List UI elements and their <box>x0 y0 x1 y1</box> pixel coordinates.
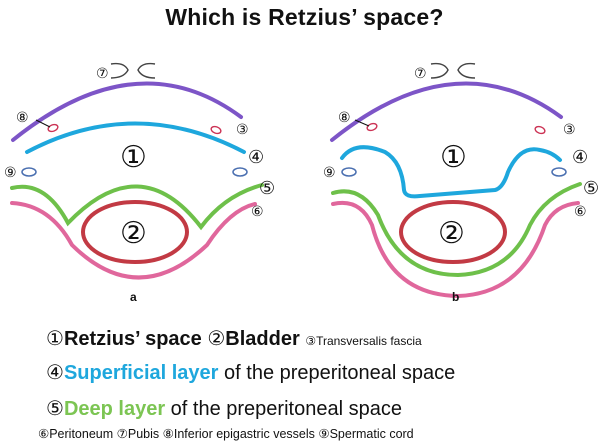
legend-marker-5: ⑤ <box>46 396 64 420</box>
legend-line-3: ⑤Deep layer of the preperitoneal space <box>46 398 402 419</box>
marker-4: ④ <box>248 147 264 168</box>
deep-layer-line <box>331 182 582 278</box>
legend-retzius-space: Retzius’ space <box>63 328 202 350</box>
legend-marker-4: ④ <box>46 360 64 384</box>
legend-superficial-rest: of the preperitoneal space <box>218 362 456 384</box>
transversalis-fascia-line <box>11 81 243 142</box>
marker-8: ⑧ <box>338 110 351 126</box>
marker-5: ⑤ <box>583 178 599 199</box>
legend-pubis: Pubis <box>127 427 160 441</box>
marker-7: ⑦ <box>414 66 427 82</box>
panel-label-b: b <box>452 290 459 304</box>
peritoneum-line <box>331 201 580 299</box>
legend-deep-rest: of the preperitoneal space <box>165 398 402 420</box>
legend-transversalis-fascia: Transversalis fascia <box>316 334 422 348</box>
marker-3: ③ <box>563 122 576 138</box>
legend-line-2: ④Superficial layer of the preperitoneal … <box>46 362 455 383</box>
marker-2: ② <box>120 216 147 251</box>
bladder-shape <box>399 200 507 264</box>
diagram-title: Which is Retzius’ space? <box>165 4 444 30</box>
marker-3: ③ <box>236 122 249 138</box>
vessel-pointer-line <box>354 119 370 127</box>
legend-spermatic-cord: Spermatic cord <box>329 427 414 441</box>
marker-8: ⑧ <box>16 110 29 126</box>
marker-9: ⑨ <box>4 165 17 181</box>
legend-marker-9: ⑨ <box>318 426 330 441</box>
marker-5: ⑤ <box>259 178 275 199</box>
legend-marker-7: ⑦ <box>116 426 128 441</box>
legend-marker-8: ⑧ <box>162 426 174 441</box>
marker-1: ① <box>120 140 147 175</box>
inferior-epigastric-vessel-left <box>47 123 59 133</box>
spermatic-cord-right <box>232 167 248 177</box>
vessel-pointer-line <box>35 119 51 128</box>
deep-layer-line <box>10 183 264 231</box>
pubis-icon <box>430 62 476 79</box>
marker-6: ⑥ <box>251 204 264 220</box>
peritoneum-line <box>10 201 257 280</box>
superficial-layer-line <box>340 145 562 199</box>
marker-1: ① <box>440 140 467 175</box>
legend-inferior-epigastric-vessels: Inferior epigastric vessels <box>173 427 315 441</box>
marker-9: ⑨ <box>323 165 336 181</box>
legend-marker-1: ① <box>46 326 64 350</box>
marker-6: ⑥ <box>574 204 587 220</box>
panel-a: ⑦ ⑧ ③ ① ④ ⑨ ⑤ ⑥ ② a <box>4 62 275 304</box>
superficial-layer-line <box>25 121 246 154</box>
legend-superficial-layer: Superficial layer <box>63 362 219 384</box>
marker-4: ④ <box>572 147 588 168</box>
spermatic-cord-left <box>341 167 357 177</box>
marker-7: ⑦ <box>96 66 109 82</box>
marker-2: ② <box>438 216 465 251</box>
bladder-shape <box>81 200 189 264</box>
pubis-icon <box>110 62 156 79</box>
spermatic-cord-left <box>21 167 37 177</box>
legend-peritoneum: Peritoneum <box>49 427 114 441</box>
legend-marker-6: ⑥ <box>38 426 50 441</box>
legend-marker-2: ② <box>207 326 226 350</box>
inferior-epigastric-vessel-right <box>210 125 222 135</box>
legend-line-4: ⑥Peritoneum ⑦Pubis ⑧Inferior epigastric … <box>38 426 414 441</box>
legend-deep-layer: Deep layer <box>63 398 166 420</box>
legend-marker-3: ③ <box>305 334 317 348</box>
inferior-epigastric-vessel-left <box>366 122 378 132</box>
legend-line-1: ①Retzius’ space ②Bladder ③Transversalis … <box>46 328 422 349</box>
legend-bladder: Bladder <box>225 328 300 350</box>
inferior-epigastric-vessel-right <box>534 125 546 135</box>
panel-label-a: a <box>130 290 137 304</box>
transversalis-fascia-line <box>330 81 563 142</box>
panel-b: ⑦ ⑧ ③ ① ④ ⑨ ⑤ ⑥ ② b <box>323 62 599 304</box>
spermatic-cord-right <box>551 167 567 177</box>
